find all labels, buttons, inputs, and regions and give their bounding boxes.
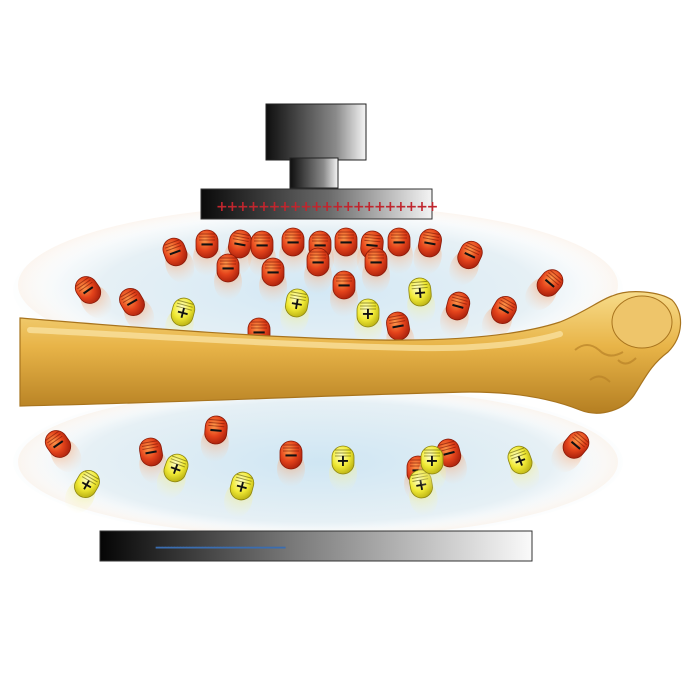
negative-charge: − [362,248,390,294]
negative-sign: − [265,262,280,283]
negative-sign: − [338,232,353,253]
positive-plate-signs: +++++++++++++++++++++ [216,199,438,215]
positive-charge: + [354,299,382,345]
electrode-block [266,104,366,160]
negative-sign: − [391,232,406,253]
negative-charge: − [330,271,358,317]
positive-sign: + [361,304,374,323]
negative-charge: − [332,228,360,274]
positive-charge: + [418,446,446,492]
negative-sign: − [220,258,235,279]
positive-sign: + [336,451,349,470]
positive-charge: + [329,446,357,492]
negative-sign: − [285,232,300,253]
negative-charge: − [277,441,305,487]
negative-sign: − [199,234,214,255]
negative-plate-signs: ----------------------------------------… [155,540,286,554]
negative-sign: − [336,275,351,296]
negative-sign: − [310,252,325,273]
negative-charge: − [259,258,287,304]
negative-sign: − [368,252,383,273]
positive-electrode: +++++++++++++++++++++ [201,104,438,219]
negative-sign: − [283,445,298,466]
negative-sign: − [208,419,225,441]
negative-charge: − [385,228,413,274]
negative-charge: − [304,248,332,294]
negative-electrode: ----------------------------------------… [100,531,532,561]
positive-sign: + [425,451,438,470]
negative-sign: − [254,235,269,256]
electrode-stem [290,158,338,188]
negative-charge: − [214,254,242,300]
positive-sign: + [413,282,428,302]
bone-head [612,296,672,348]
